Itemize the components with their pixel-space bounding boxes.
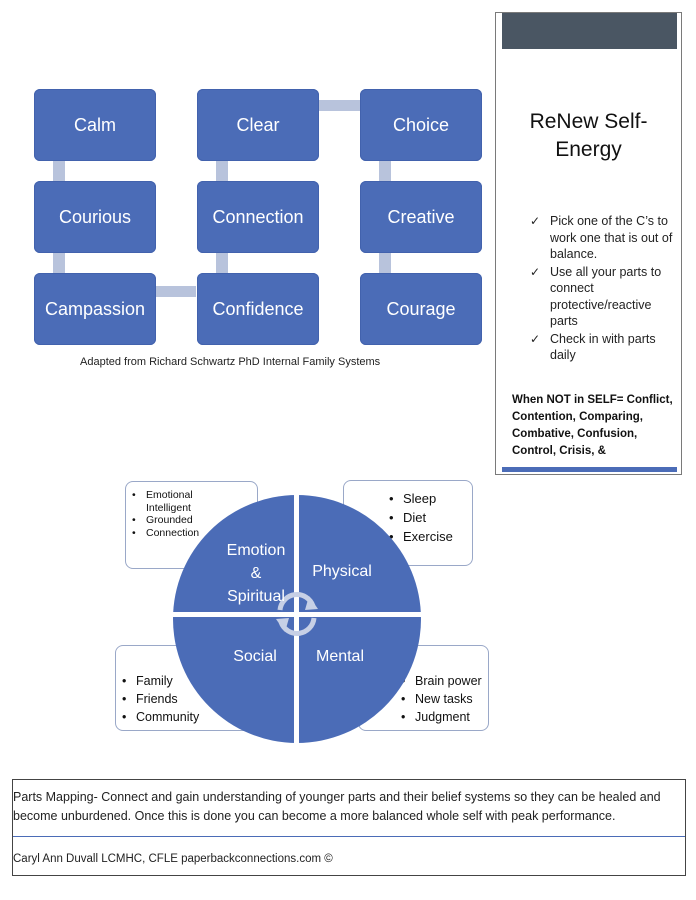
box-campassion: Campassion (34, 273, 156, 345)
checklist-item: ✓ Use all your parts to connect protectiv… (528, 264, 676, 330)
connector-choice-creative (379, 161, 391, 181)
box-choice: Choice (360, 89, 482, 161)
sidebar-footer-bar (502, 467, 677, 472)
checklist-item: ✓ Check in with parts daily (528, 331, 676, 364)
checklist-item: ✓ Pick one of the C’s to work one that is… (528, 213, 676, 263)
connector-campassion-confidence (156, 286, 196, 297)
emotion-label-line1: Emotion (226, 542, 286, 559)
sidebar-header-bar (502, 13, 677, 49)
sidebar-title-line2: Energy (555, 138, 622, 161)
box-creative: Creative (360, 181, 482, 253)
checklist-item-text: Pick one of the C’s to work one that is … (550, 214, 673, 261)
wheel-divider-horizontal (170, 612, 424, 617)
not-in-self-note: When NOT in SELF= Conflict, Contention, … (512, 394, 673, 457)
wheel-graphic (170, 492, 424, 746)
emotion-item: Emotional Intelligent (132, 489, 227, 514)
physical-item: Diet (389, 508, 453, 527)
box-connection: Connection (197, 181, 319, 253)
sidebar-title: ReNew Self- Energy (496, 108, 681, 164)
connector-calm-courious (53, 161, 65, 181)
physical-item: Sleep (389, 489, 453, 508)
quadrant-emotion-label: Emotion & Spiritual (208, 539, 304, 608)
author-credit: Caryl Ann Duvall LCMHC, CFLE paperbackco… (13, 853, 333, 865)
connector-clear-choice (319, 100, 361, 111)
emotion-label-line2: & (250, 565, 262, 582)
checklist-item-text: Use all your parts to connect protective… (550, 264, 662, 329)
social-item: Community (122, 708, 199, 726)
box-courage: Courage (360, 273, 482, 345)
sidebar-checklist: ✓ Pick one of the C’s to work one that is… (528, 213, 676, 365)
box-calm: Calm (34, 89, 156, 161)
connector-confidence-connection (216, 253, 228, 273)
quadrant-mental-label: Mental (315, 648, 365, 665)
wheel-divider-vertical (294, 492, 299, 746)
renew-sidebar: ReNew Self- Energy ✓ Pick one of the C’s … (495, 12, 682, 475)
checkmark-icon: ✓ (530, 214, 541, 228)
footer-box: Parts Mapping- Connect and gain understa… (12, 779, 686, 876)
quadrant-physical-label: Physical (312, 563, 372, 580)
checklist-item-text: Check in with parts daily (550, 331, 656, 363)
connector-creative-courage (379, 253, 391, 273)
quadrant-social-label: Social (233, 648, 277, 665)
physical-item: Exercise (389, 527, 453, 546)
diagram-caption: Adapted from Richard Schwartz PhD Intern… (80, 356, 381, 368)
emotion-item: Connection (132, 527, 227, 540)
social-item: Friends (122, 690, 199, 708)
mental-item: Judgment (401, 708, 482, 726)
checkmark-icon: ✓ (530, 264, 541, 279)
sidebar-title-line1: ReNew Self- (529, 110, 648, 133)
connector-courious-campassion (53, 253, 65, 273)
emotion-label-line3: Spiritual (227, 588, 285, 605)
mental-item: New tasks (401, 690, 482, 708)
connector-connection-clear (216, 161, 228, 181)
footer-divider (13, 836, 685, 837)
checkmark-icon: ✓ (530, 331, 541, 346)
emotion-item: Grounded (132, 514, 227, 527)
social-item: Family (122, 672, 199, 690)
box-courious: Courious (34, 181, 156, 253)
parts-mapping-description: Parts Mapping- Connect and gain understa… (13, 790, 661, 823)
box-confidence: Confidence (197, 273, 319, 345)
box-clear: Clear (197, 89, 319, 161)
